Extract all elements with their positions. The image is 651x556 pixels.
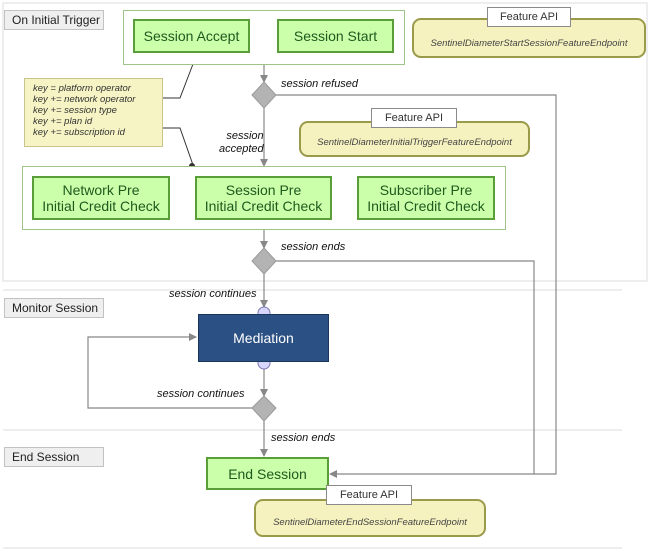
key-note-line-2: key += network operator — [33, 94, 136, 105]
label-session-accepted-line2: accepted — [219, 143, 264, 155]
decision-session-ends — [251, 247, 277, 275]
line-session-refused — [276, 94, 557, 478]
key-note-line-5: key += subscription id — [33, 127, 125, 138]
session-pre-check-line1: Session Pre — [225, 182, 302, 198]
feature-api-initial-trigger-tab: Feature API — [371, 108, 457, 128]
note-pointer-1 — [163, 63, 194, 99]
label-session-ends-1: session ends — [281, 241, 346, 253]
lane-label-monitor-session: Monitor Session — [4, 298, 104, 318]
label-session-continues-2: session continues — [157, 388, 245, 400]
decision-session-continues — [251, 395, 277, 422]
key-note-line-4: key += plan id — [33, 116, 93, 127]
key-note-line-3: key += session type — [33, 105, 117, 116]
feature-api-start-session-endpoint: SentinelDiameterStartSessionFeatureEndpo… — [430, 38, 628, 49]
line-session-ends-1 — [276, 260, 535, 474]
lane-label-initial-trigger: On Initial Trigger — [4, 10, 104, 30]
decision-session-refused — [251, 81, 277, 109]
note-anchors — [189, 59, 196, 169]
subscriber-pre-check-step[interactable]: Subscriber Pre Initial Credit Check — [357, 176, 495, 220]
mediation-step[interactable]: Mediation — [198, 314, 329, 362]
line-session-continues-2 — [87, 333, 252, 409]
subscriber-pre-check-line2: Initial Credit Check — [367, 198, 485, 214]
end-session-step[interactable]: End Session — [206, 457, 329, 490]
lane-initial-outline — [2, 2, 648, 282]
lane-boundaries — [2, 2, 648, 549]
note-pointer-2 — [163, 127, 194, 166]
session-pre-check-line2: Initial Credit Check — [204, 198, 323, 214]
session-pre-check-step[interactable]: Session Pre Initial Credit Check — [195, 176, 332, 220]
label-session-refused: session refused — [281, 78, 359, 90]
feature-api-start-session-tab: Feature API — [487, 7, 571, 27]
lane-label-end-session: End Session — [4, 447, 104, 467]
session-start-step[interactable]: Session Start — [277, 19, 394, 53]
label-session-ends-2: session ends — [271, 432, 336, 444]
subscriber-pre-check-line1: Subscriber Pre — [379, 182, 473, 198]
network-pre-check-line2: Initial Credit Check — [42, 198, 160, 214]
label-session-accepted: session accepted — [219, 130, 264, 156]
feature-api-end-session-endpoint: SentinelDiameterEndSessionFeatureEndpoin… — [273, 517, 467, 528]
feature-api-end-session-tab: Feature API — [326, 485, 412, 505]
decisions — [251, 81, 277, 422]
key-note-line-1: key = platform operator — [33, 83, 131, 94]
feature-api-initial-trigger-endpoint: SentinelDiameterInitialTriggerFeatureEnd… — [317, 137, 512, 148]
label-session-accepted-line1: session — [226, 130, 264, 142]
flow-lines — [87, 63, 557, 478]
network-pre-check-line1: Network Pre — [62, 182, 140, 198]
session-accept-step[interactable]: Session Accept — [133, 19, 250, 53]
network-pre-check-step[interactable]: Network Pre Initial Credit Check — [32, 176, 170, 220]
key-note: key = platform operator key += network o… — [24, 78, 163, 147]
label-session-continues-1: session continues — [169, 288, 257, 300]
